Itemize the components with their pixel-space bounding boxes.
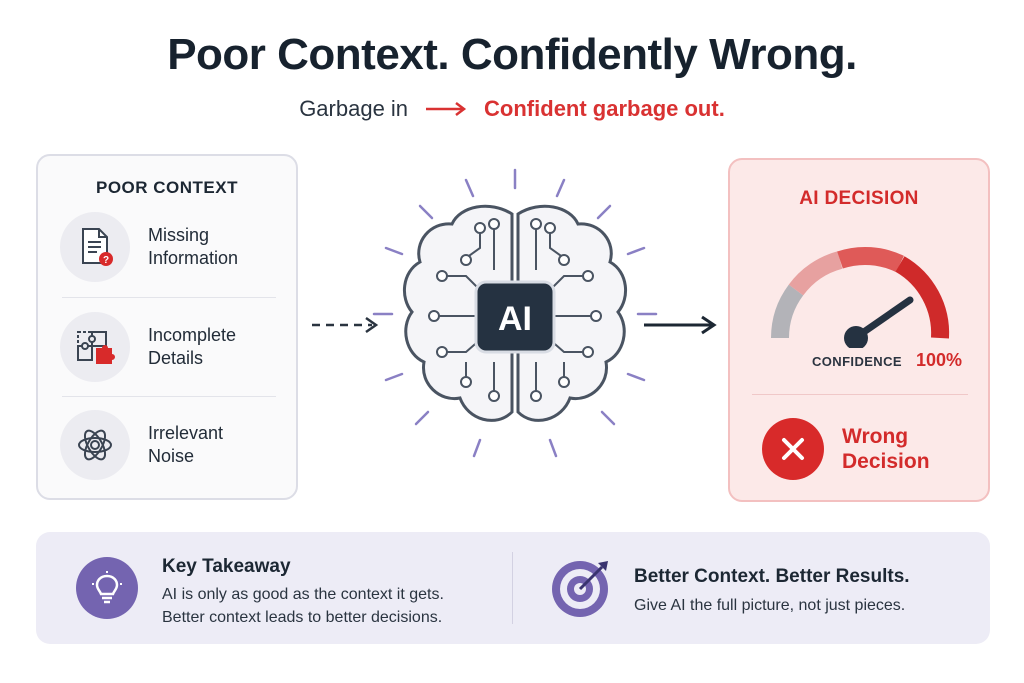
item-line1: Irrelevant	[148, 423, 224, 443]
confidence-label: CONFIDENCE	[812, 354, 902, 369]
better-context-text: Give AI the full picture, not just piece…	[634, 597, 906, 614]
takeaway-title: Key Takeaway	[162, 556, 291, 577]
confidence-gauge	[771, 246, 950, 348]
document-warning-icon: ?	[60, 212, 130, 282]
subtitle-right: Confident garbage out.	[484, 96, 725, 121]
item-irrelevant-noise: Irrelevant Noise	[60, 410, 280, 480]
item-incomplete-details: Incomplete Details	[60, 312, 280, 382]
lightbulb-icon	[76, 557, 138, 619]
close-icon	[762, 418, 824, 480]
takeaway-panel: Key Takeaway AI is only as good as the c…	[36, 532, 990, 644]
wrong-line2: Decision	[842, 450, 930, 473]
page-title: Poor Context. Confidently Wrong.	[167, 30, 857, 79]
ai-brain-icon: AI	[372, 168, 658, 458]
item-line2: Noise	[148, 446, 195, 466]
dashed-arrow-icon	[312, 316, 379, 334]
item-line1: Incomplete	[148, 325, 237, 345]
wrong-decision-label: Wrong Decision	[842, 424, 930, 474]
item-line1: Missing	[148, 225, 210, 245]
subtitle: Garbage in Confident garbage out.	[0, 96, 1024, 122]
confidence-value: 100%	[916, 350, 963, 370]
takeaway-text: AI is only as good as the context it get…	[162, 583, 444, 629]
divider	[512, 552, 513, 624]
item-line2: Details	[148, 348, 204, 368]
divider	[62, 297, 276, 298]
arrow-right-icon	[426, 102, 467, 116]
divider	[752, 394, 968, 395]
takeaway-line2: Better context leads to better decisions…	[162, 609, 443, 626]
divider	[62, 396, 276, 397]
solid-arrow-icon	[644, 315, 717, 335]
better-context-title: Better Context. Better Results.	[634, 566, 910, 587]
takeaway-line1: AI is only as good as the context it get…	[162, 586, 444, 603]
puzzle-icon	[60, 312, 130, 382]
ai-chip-label: AI	[498, 300, 532, 338]
poor-context-panel: POOR CONTEXT ? Missing Information	[36, 154, 298, 500]
tangled-noise-icon	[60, 410, 130, 480]
ai-decision-title: AI DECISION	[799, 188, 919, 209]
target-icon	[550, 557, 612, 619]
item-missing-information: ? Missing Information	[60, 212, 280, 282]
subtitle-left: Garbage in	[299, 96, 409, 121]
wrong-line1: Wrong	[842, 425, 909, 448]
svg-text:?: ?	[103, 255, 109, 266]
poor-context-title: POOR CONTEXT	[95, 178, 238, 197]
ai-decision-panel: AI DECISION CONFIDENCE 100% Wrong Decisi…	[728, 158, 990, 502]
item-line2: Information	[148, 248, 239, 268]
